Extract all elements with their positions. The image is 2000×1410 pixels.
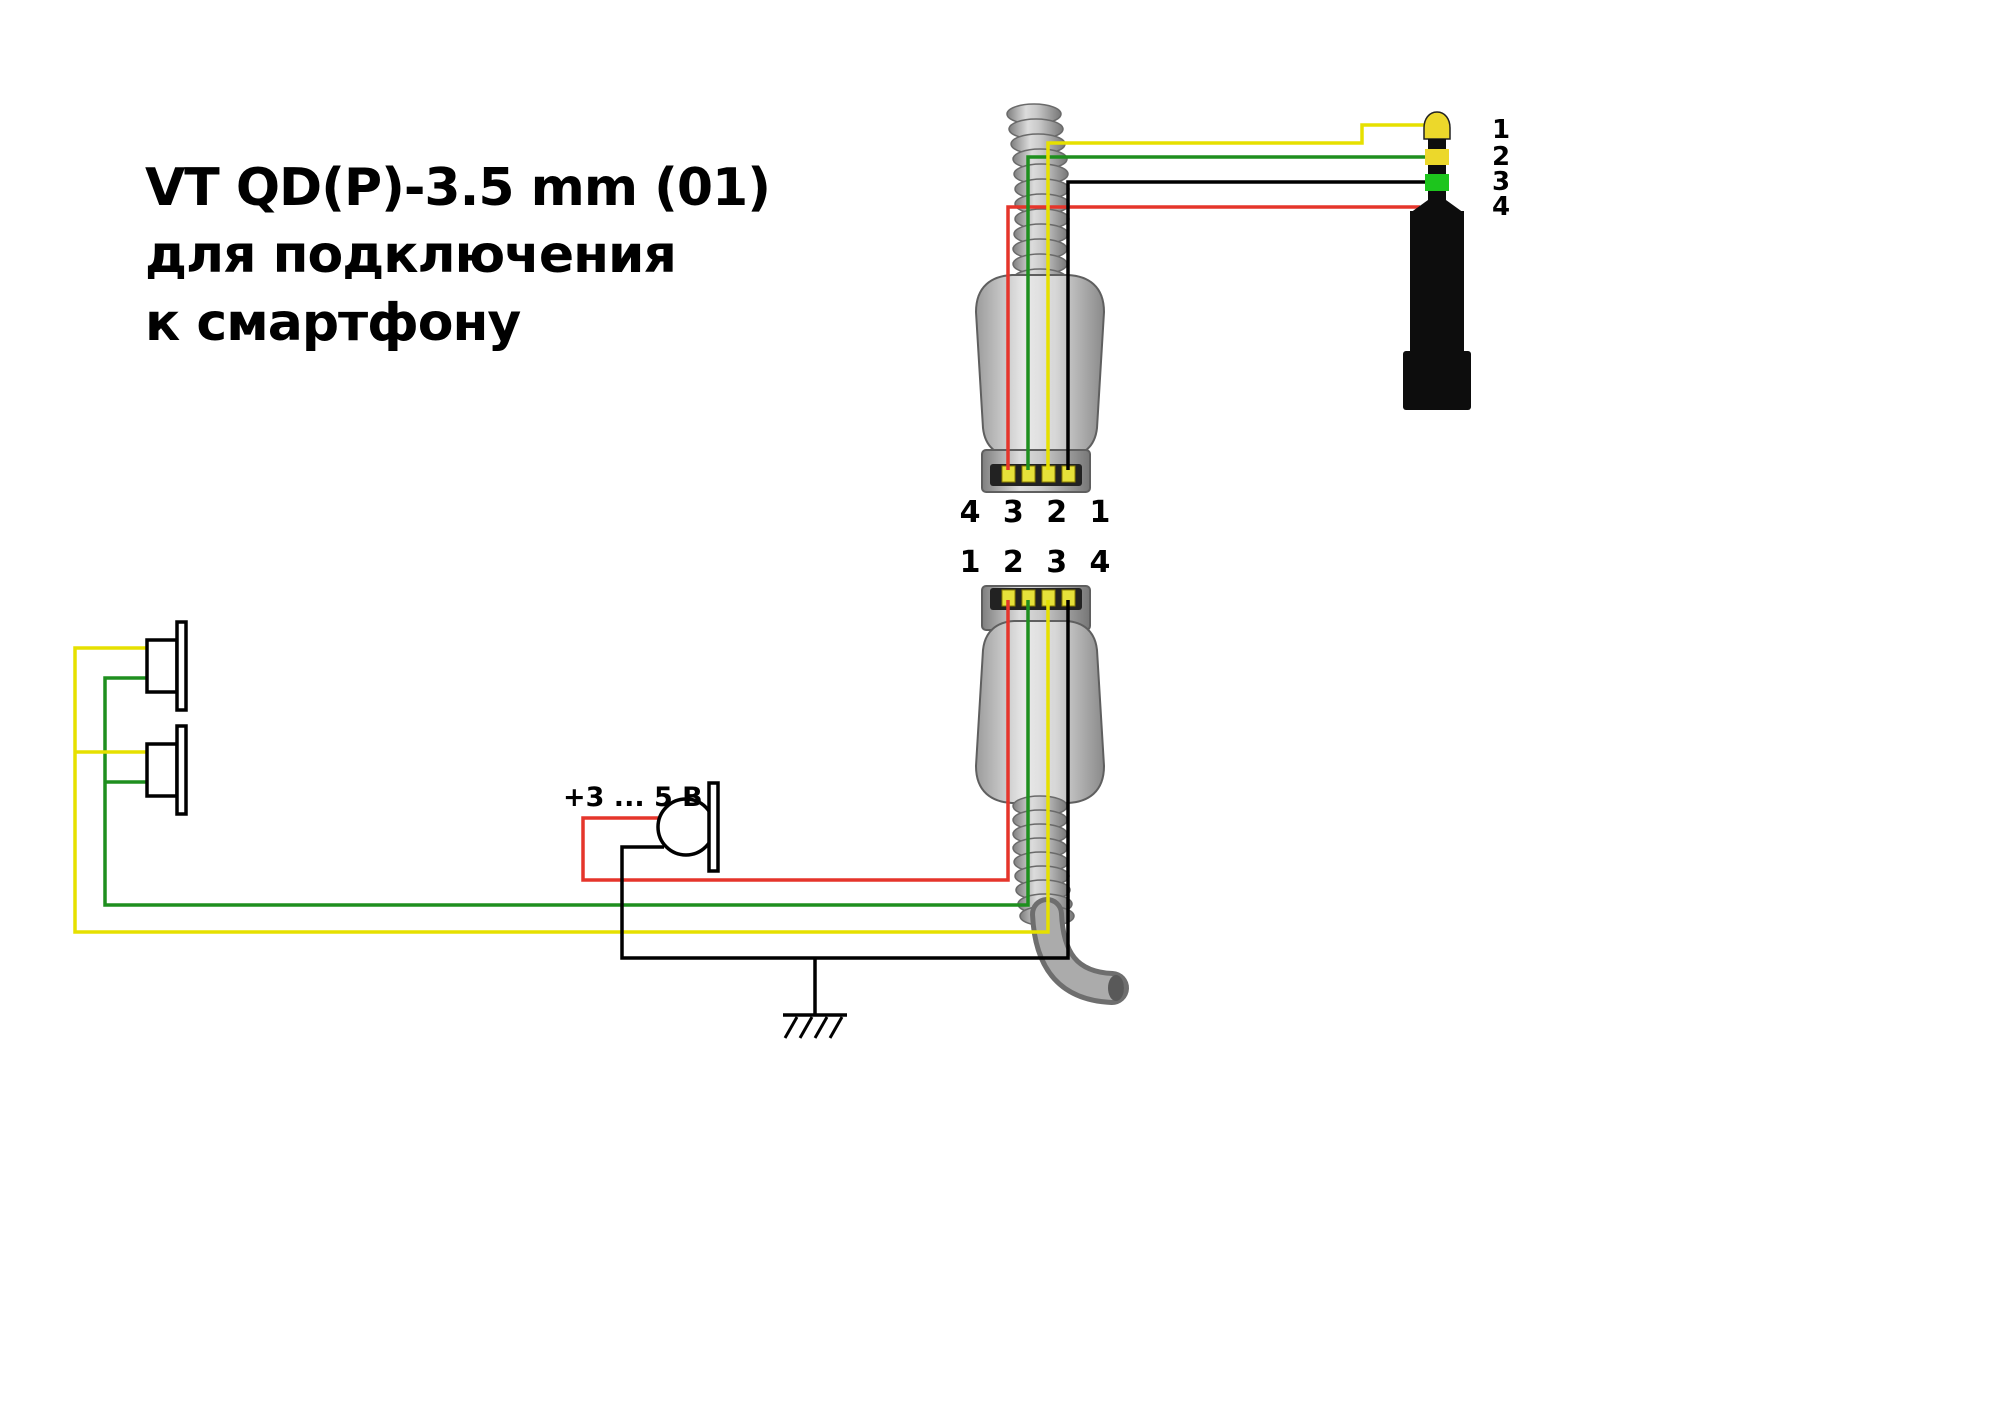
jack-35mm: 1 2 3 4	[1403, 111, 1510, 410]
wire-red-top	[1006, 205, 1420, 470]
title: VT QD(P)-3.5 mm (01) для подключения к с…	[145, 158, 771, 353]
wire-yellow-top	[1046, 123, 1426, 470]
speaker-1-body	[145, 638, 179, 694]
speaker-2	[145, 724, 188, 816]
mic-plate	[707, 781, 720, 873]
jack-neck-2	[1428, 165, 1446, 174]
cable-cut-end	[1108, 975, 1124, 1001]
title-line-1: VT QD(P)-3.5 mm (01)	[145, 158, 770, 218]
jack-pin-label-3: 3	[1492, 167, 1510, 197]
wires-bottom	[73, 600, 1070, 1015]
jack-collar	[1403, 351, 1471, 410]
jack-pin-label-1: 1	[1492, 115, 1510, 145]
speaker-2-body	[145, 742, 179, 798]
jack-tip	[1423, 111, 1451, 140]
contact-pins-top	[1001, 465, 1076, 483]
jack-sleeve-taper	[1410, 200, 1464, 213]
microphone: +3 ... 5 В	[563, 781, 720, 873]
ribbed-cable-top	[1006, 103, 1070, 302]
jack-pin-label-4: 4	[1492, 192, 1510, 222]
connector-body-top	[974, 274, 1106, 458]
speaker-1-diaphragm	[175, 620, 188, 712]
wire-black-top	[1066, 180, 1427, 470]
speaker-1	[145, 620, 188, 712]
jack-ring-green	[1425, 174, 1449, 191]
bottom-connector-pin-labels: 1 2 3 4	[960, 545, 1117, 580]
contact-pins-bottom	[1001, 589, 1076, 607]
title-line-3: к смартфону	[145, 293, 520, 353]
mic-voltage-label: +3 ... 5 В	[563, 782, 703, 813]
wires-top	[1006, 123, 1427, 470]
wire-black-bottom	[620, 600, 1070, 960]
top-connector-pin-labels: 4 3 2 1	[960, 495, 1117, 530]
top-qd-connector: 4 3 2 1	[960, 103, 1117, 530]
connector-face-top	[981, 449, 1091, 493]
wire-yellow-bottom	[73, 600, 1050, 934]
jack-pin-numbers: 1 2 3 4	[1492, 115, 1510, 222]
jack-sleeve	[1410, 211, 1464, 355]
wire-green-bottom	[103, 600, 1030, 907]
title-line-2: для подключения	[145, 225, 676, 285]
jack-neck-1	[1428, 139, 1446, 149]
jack-pin-label-2: 2	[1492, 142, 1510, 172]
wire-red-bottom	[581, 600, 1010, 882]
connector-body-bottom	[974, 620, 1106, 804]
speaker-2-diaphragm	[175, 724, 188, 816]
jack-ring-yellow	[1425, 149, 1449, 165]
ground-symbol	[783, 1013, 847, 1039]
wire-green-top	[1026, 155, 1427, 470]
jack-neck-3	[1428, 191, 1446, 200]
